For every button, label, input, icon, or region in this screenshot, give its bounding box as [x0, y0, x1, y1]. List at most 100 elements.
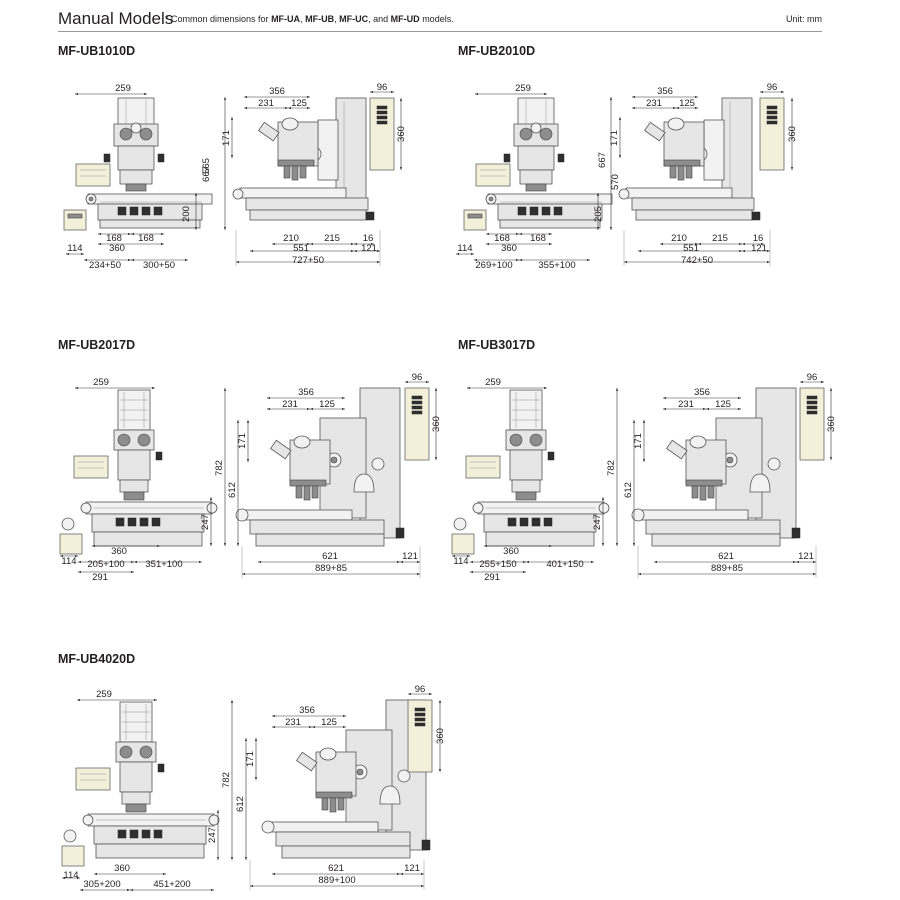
dim-left-travel: 234+50: [89, 260, 121, 271]
dim-stage-height: 247: [592, 514, 603, 530]
dim-ctrl-height: 360: [826, 416, 837, 432]
dim-side-w3: 125: [321, 717, 337, 728]
side-view-drawing: [618, 97, 785, 221]
dim-width: 259: [93, 377, 109, 388]
note-model: MF-UA: [271, 14, 301, 24]
dim-side-d4: 621: [328, 863, 344, 874]
dim-side-w3: 125: [679, 98, 695, 109]
dim-stage-height: 205: [593, 206, 604, 222]
dim-side-total: 889+100: [318, 875, 355, 886]
dim-controller: 114: [61, 556, 76, 567]
dim-base: 360: [503, 546, 519, 557]
note-sep: ,: [334, 14, 337, 24]
dimension-lines: [66, 90, 403, 266]
dim-base: 360: [111, 546, 127, 557]
model-title: MF-UB1010D: [58, 44, 136, 58]
dim-side-total: 889+85: [711, 563, 743, 574]
note-model: MF-UC: [339, 14, 369, 24]
dim-side-w1: 356: [298, 387, 314, 398]
dimension-lines: [456, 90, 794, 266]
dim-side-d4: 621: [322, 551, 338, 562]
dim-right-travel: 401+150: [546, 559, 583, 570]
dim-side-d5: 121: [402, 551, 418, 562]
dim-stage-height: 247: [200, 514, 211, 530]
dim-x-left: 168: [494, 233, 510, 244]
note-text: models.: [422, 14, 454, 24]
unit-label: Unit: mm: [786, 14, 822, 24]
dim-side-w1: 356: [657, 86, 673, 97]
dim-base: 360: [501, 243, 517, 254]
dim-height: 570: [610, 174, 621, 190]
dim-side-w2: 231: [258, 98, 274, 109]
dim-width: 259: [115, 83, 131, 94]
dim-x-right: 168: [530, 233, 546, 244]
dim-side-w3: 125: [715, 399, 731, 410]
dim-right-travel: 351+100: [145, 559, 182, 570]
dim-side-total: 889+85: [315, 563, 347, 574]
dim-controller: 114: [63, 870, 78, 881]
dim-stage-height: 247: [207, 827, 218, 843]
dim-side-w2: 231: [282, 399, 298, 410]
side-view-drawing: [235, 387, 430, 547]
front-view-drawing: [463, 97, 613, 231]
dim-height: 782: [221, 772, 232, 788]
front-view-drawing: [61, 701, 220, 867]
dim-total-height: 667: [597, 152, 608, 168]
dim-left-travel: 305+200: [83, 879, 120, 890]
dim-head-height: 171: [221, 130, 232, 146]
model-title: MF-UB3017D: [458, 338, 536, 352]
page-title: Manual Models: [58, 9, 174, 28]
dim-side-w3: 125: [319, 399, 335, 410]
dim-ctrl-width: 96: [767, 82, 778, 93]
dim-side-w1: 356: [299, 705, 315, 716]
dim-right-travel: 300+50: [143, 260, 175, 271]
dim-height: 565: [201, 158, 212, 174]
dim-width: 259: [515, 83, 531, 94]
dim-controller: 114: [67, 243, 82, 254]
dim-side-w2: 231: [678, 399, 694, 410]
dim-total-height: 612: [227, 482, 238, 498]
dim-side-w2: 231: [646, 98, 662, 109]
dim-side-w1: 356: [269, 86, 285, 97]
dim-side-d1: 210: [671, 233, 687, 244]
dim-side-d3: 16: [363, 233, 374, 244]
dim-height: 782: [214, 460, 225, 476]
dim-side-total: 727+50: [292, 255, 324, 266]
dim-side-d5: 121: [361, 243, 377, 254]
dim-side-d4: 551: [683, 243, 699, 254]
note-model: MF-UB: [305, 14, 335, 24]
dimension-lines: [60, 380, 438, 578]
model-title: MF-UB2010D: [458, 44, 536, 58]
dim-side-d2: 215: [324, 233, 340, 244]
dim-side-d5: 121: [751, 243, 767, 254]
dimension-lines: [452, 380, 833, 578]
model-title: MF-UB4020D: [58, 652, 136, 666]
dim-ctrl-height: 360: [431, 416, 442, 432]
dim-x-left: 168: [106, 233, 122, 244]
dim-side-d2: 215: [712, 233, 728, 244]
dim-side-w1: 356: [694, 387, 710, 398]
dim-total-height: 612: [623, 482, 634, 498]
dim-head-height: 171: [609, 130, 620, 146]
dim-side-total: 742+50: [681, 255, 713, 266]
dim-head-height: 171: [237, 433, 248, 449]
dim-bottom: 291: [92, 572, 108, 583]
dim-side-d5: 121: [404, 863, 420, 874]
front-view-drawing: [59, 389, 218, 555]
dim-side-d4: 621: [718, 551, 734, 562]
front-view-drawing: [451, 389, 610, 555]
dim-ctrl-width: 96: [807, 372, 818, 383]
note-text: * Common dimensions for: [165, 14, 269, 24]
dim-ctrl-height: 360: [396, 126, 407, 142]
dim-head-height: 171: [245, 751, 256, 767]
note-sep: , and: [368, 14, 389, 24]
dimension-lines: [62, 692, 442, 892]
common-dimensions-note: * Common dimensions for MF-UA, MF-UB, MF…: [165, 14, 454, 24]
side-view-drawing: [232, 97, 395, 221]
dim-width: 259: [485, 377, 501, 388]
dim-side-w2: 231: [285, 717, 301, 728]
model-title: MF-UB2017D: [58, 338, 136, 352]
dim-side-d4: 551: [293, 243, 309, 254]
dim-ctrl-height: 360: [435, 728, 446, 744]
